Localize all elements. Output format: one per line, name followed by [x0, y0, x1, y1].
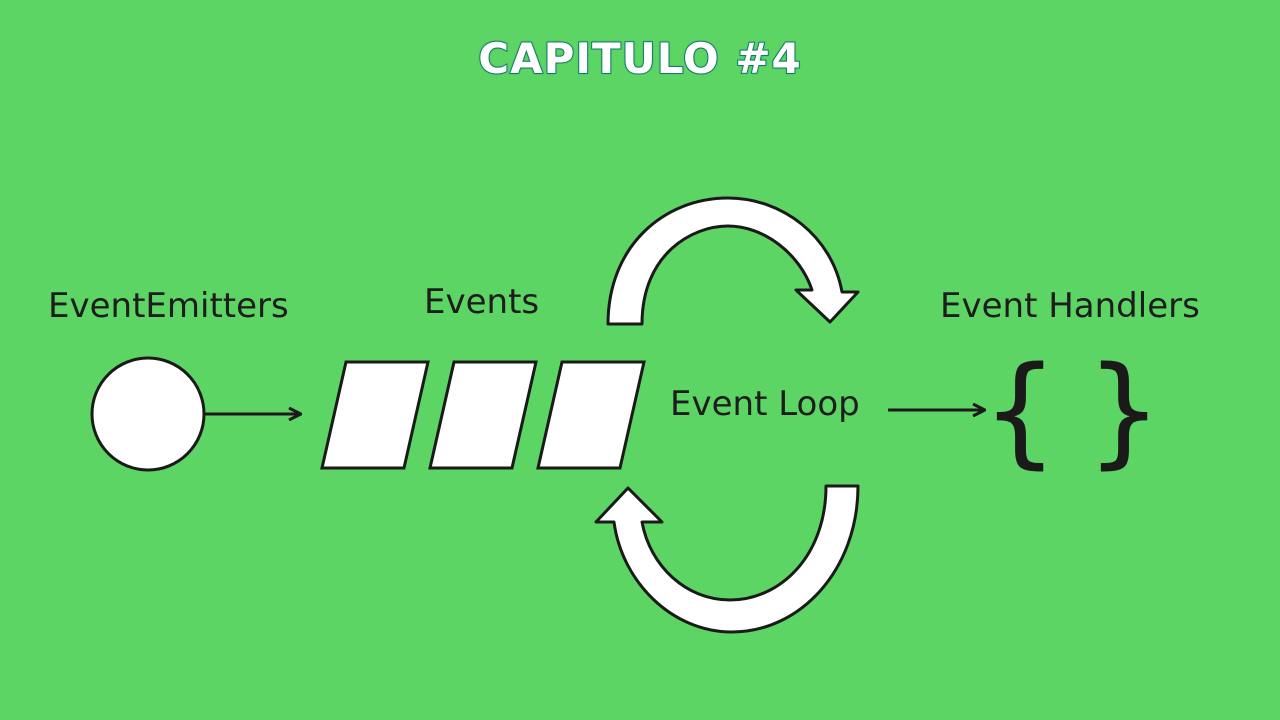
loop-arrow-bottom — [594, 484, 860, 634]
event-block-3 — [536, 360, 646, 470]
event-emitters-label: EventEmitters — [48, 286, 289, 326]
event-block-1 — [320, 360, 430, 470]
handler-brace-open: { — [982, 342, 1058, 481]
event-block-2 — [428, 360, 538, 470]
event-loop-label: Event Loop — [670, 384, 860, 424]
event-handlers-label: Event Handlers — [940, 286, 1200, 326]
loop-arrow-top — [606, 196, 860, 326]
handler-brace-close: } — [1086, 342, 1162, 481]
page-title: CAPITULO #4 — [477, 33, 802, 84]
events-label: Events — [424, 282, 540, 322]
emitter-circle — [90, 356, 206, 472]
